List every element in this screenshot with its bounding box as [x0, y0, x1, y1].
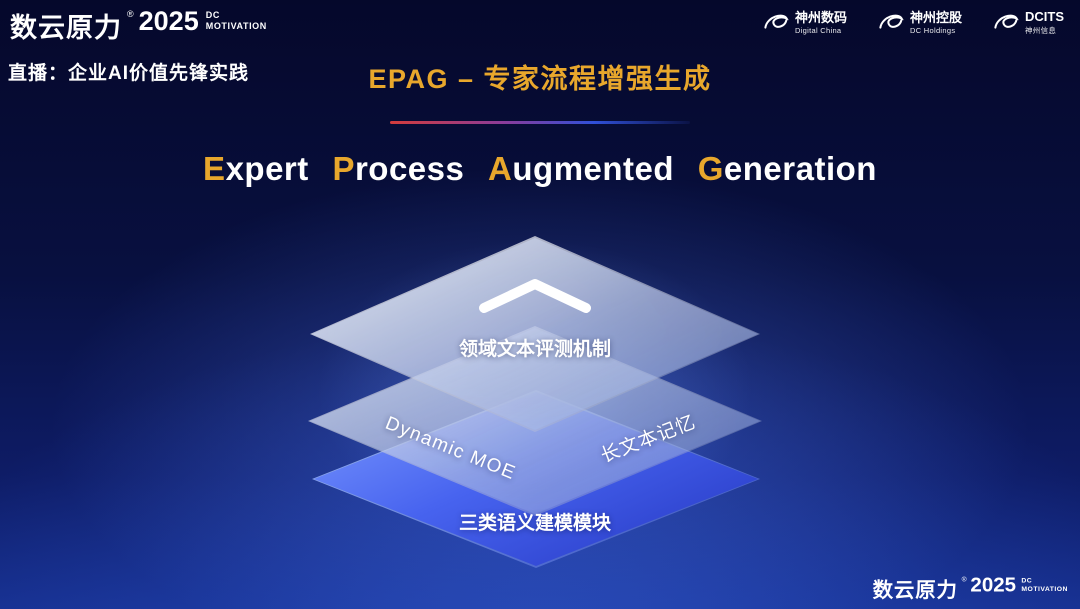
brand-year: 2025: [138, 6, 199, 36]
brand-tagline: DC MOTIVATION: [1022, 576, 1068, 592]
brand-name: 数云原力: [10, 13, 122, 43]
swoosh-icon: [879, 14, 904, 29]
brand-tagline-motivation: MOTIVATION: [1021, 584, 1068, 593]
subtitle-rest: rocess: [354, 150, 465, 187]
partner-name: DCITS: [1025, 9, 1064, 24]
page-title: EPAG – 专家流程增强生成: [368, 64, 712, 94]
swoosh-icon: [994, 14, 1019, 29]
layer-top-label: 领域文本评测机制: [458, 339, 612, 360]
partner-text: 神州数码 Digital China: [795, 10, 847, 35]
footer-brand-logo: 数云原力 ® 2025 DC MOTIVATION: [873, 573, 1068, 603]
subtitle-rest: xpert: [225, 150, 309, 187]
swoosh-icon: [764, 14, 789, 29]
brand-tagline-motivation: MOTIVATION: [205, 20, 267, 31]
partner-text: DCITS 神州信息: [1025, 9, 1064, 36]
partner-subtitle: 神州信息: [1025, 26, 1057, 36]
subtitle-word: Expert: [203, 150, 309, 187]
subtitle-rest: ugmented: [512, 150, 675, 187]
title-underline: [390, 121, 690, 124]
subtitle-word: Process: [332, 150, 464, 187]
partner-dc-holdings: 神州控股 DC Holdings: [877, 9, 962, 36]
partner-dcits: DCITS 神州信息: [992, 9, 1064, 36]
subtitle-rest: eneration: [723, 150, 877, 187]
brand-year: 2025: [970, 573, 1017, 597]
subtitle-word: Generation: [698, 150, 877, 187]
subtitle: Expert Process Augmented Generation: [0, 150, 1080, 188]
brand-name: 数云原力: [872, 578, 958, 602]
brand-tagline-dc: DC: [205, 10, 220, 20]
registered-mark: ®: [961, 575, 967, 584]
partner-subtitle: Digital China: [794, 26, 842, 36]
subtitle-initial: A: [488, 150, 513, 187]
brand-tagline: DC MOTIVATION: [206, 10, 267, 32]
subtitle-initial: P: [332, 150, 355, 187]
partner-name: 神州控股: [909, 10, 962, 25]
partner-name: 神州数码: [794, 10, 847, 25]
live-banner: 直播：企业AI价值先锋实践: [8, 63, 250, 84]
registered-mark: ®: [127, 9, 134, 19]
subtitle-initial: G: [697, 150, 724, 187]
subtitle-word: Augmented: [488, 150, 674, 187]
partner-logos: 神州数码 Digital China 神州控股 DC Holdings DCIT…: [762, 9, 1064, 36]
chevron-up-icon: [479, 279, 591, 313]
partner-text: 神州控股 DC Holdings: [910, 10, 962, 35]
subtitle-initial: E: [203, 150, 226, 187]
brand-tagline-dc: DC: [1021, 576, 1033, 584]
partner-digital-china: 神州数码 Digital China: [762, 9, 847, 36]
layer-bottom-label: 三类语义建模模块: [458, 513, 612, 534]
partner-subtitle: DC Holdings: [909, 26, 956, 36]
brand-logo: 数云原力 ® 2025 DC MOTIVATION: [10, 6, 267, 45]
